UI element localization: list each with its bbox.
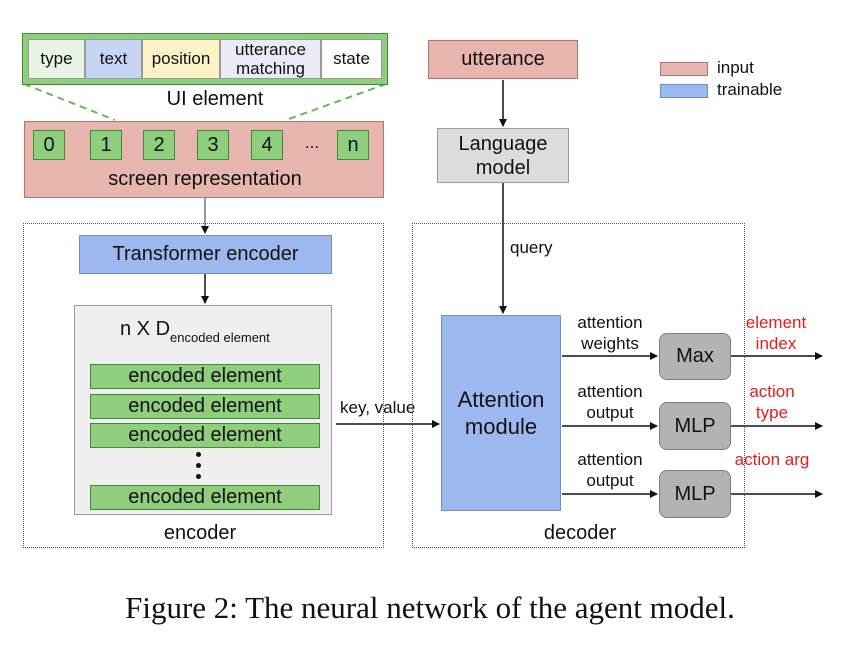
- screen-cell-ellipsis: ...: [304, 133, 320, 152]
- vertical-ellipsis-icon: [196, 452, 202, 480]
- field-text: text: [85, 39, 142, 79]
- screen-cell-0: 0: [33, 130, 65, 160]
- legend-trainable-swatch: [660, 84, 708, 98]
- field-state: state: [321, 39, 382, 79]
- language-model-box: Language model: [437, 128, 569, 183]
- field-position: position: [142, 39, 220, 79]
- screen-cell-4: 4: [251, 130, 283, 160]
- screen-cell-1: 1: [90, 130, 122, 160]
- key-value-label: key, value: [340, 398, 416, 417]
- screen-representation-label: screen representation: [108, 167, 302, 190]
- matrix-label-main: n X D: [120, 318, 171, 340]
- encoder-label: encoder: [163, 521, 237, 544]
- legend-input-label: input: [717, 58, 754, 77]
- figure-caption: Figure 2: The neural network of the agen…: [125, 590, 735, 625]
- decoder-label: decoder: [543, 521, 617, 544]
- decoder-region: [412, 223, 745, 548]
- encoded-element-row: encoded element: [90, 364, 320, 389]
- field-type: type: [28, 39, 85, 79]
- output-action-type: action type: [749, 382, 795, 422]
- output-element-index: element index: [745, 313, 807, 353]
- attention-module: Attention module: [441, 315, 561, 511]
- attention-weights-label: attention weights: [577, 313, 643, 353]
- screen-cell-n: n: [337, 130, 369, 160]
- encoded-element-row: encoded element: [90, 485, 320, 510]
- attention-output-label-1: attention output: [577, 382, 643, 422]
- zoom-line-right: [285, 83, 387, 121]
- legend-input-swatch: [660, 62, 708, 76]
- legend-trainable-label: trainable: [717, 80, 783, 99]
- mlp-box-1: MLP: [659, 402, 731, 450]
- matrix-label: n X Dencoded element: [120, 318, 330, 348]
- mlp-box-2: MLP: [659, 470, 731, 518]
- ui-element-label: UI element: [166, 87, 264, 110]
- utterance-box: utterance: [428, 40, 578, 79]
- attention-output-label-2: attention output: [577, 450, 643, 490]
- screen-cell-3: 3: [197, 130, 229, 160]
- output-action-arg: action arg: [734, 450, 810, 469]
- screen-cell-2: 2: [143, 130, 175, 160]
- max-box: Max: [659, 333, 731, 380]
- query-label: query: [510, 238, 553, 257]
- encoded-element-row: encoded element: [90, 394, 320, 419]
- transformer-encoder: Transformer encoder: [79, 235, 332, 274]
- zoom-line-left: [23, 83, 116, 121]
- matrix-label-subscript: encoded element: [170, 330, 270, 345]
- field-utterance-matching: utterance matching: [220, 39, 321, 79]
- encoded-element-row: encoded element: [90, 423, 320, 448]
- encoder-region: [23, 223, 384, 548]
